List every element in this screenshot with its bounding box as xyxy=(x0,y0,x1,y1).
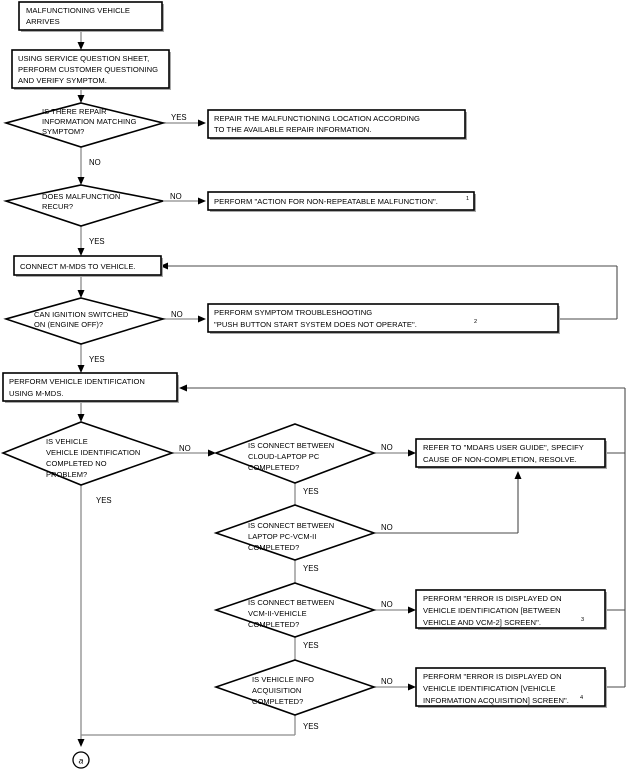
decision-text-line: COMPLETED? xyxy=(248,543,299,552)
decision-is-vehicle-info-acquisition-completed: IS VEHICLE INFO ACQUISITION COMPLETED? xyxy=(213,659,377,716)
edge-label-d4-no: NO xyxy=(179,444,191,453)
node-text-line: AND VERIFY SYMPTOM. xyxy=(18,76,107,85)
decision-text-line: IS CONNECT BETWEEN xyxy=(248,598,334,607)
edge-label-d6-yes: YES xyxy=(303,564,319,573)
edge-label-d6-no: NO xyxy=(381,523,393,532)
node-error-displayed-vehicle-info-acquisition: PERFORM "ERROR IS DISPLAYED ON VEHICLE I… xyxy=(415,667,607,708)
node-perform-vehicle-identification: PERFORM VEHICLE IDENTIFICATION USING M-M… xyxy=(2,372,179,403)
node-error-displayed-between-vehicle-vcm2: PERFORM "ERROR IS DISPLAYED ON VEHICLE I… xyxy=(415,589,607,630)
decision-text-line: ACQUISITION xyxy=(252,686,301,695)
decision-text-line: IS VEHICLE INFO xyxy=(252,675,314,684)
decision-text-line: COMPLETED? xyxy=(248,463,299,472)
node-malfunctioning-vehicle-arrives: MALFUNCTIONING VEHICLE ARRIVES xyxy=(18,1,164,32)
decision-text-line: RECUR? xyxy=(42,202,73,211)
node-text-line: PERFORM VEHICLE IDENTIFICATION xyxy=(9,377,145,386)
decision-text-line: INFORMATION MATCHING xyxy=(42,117,137,126)
edge-label-d1-no: NO xyxy=(89,158,101,167)
node-text-line: PERFORM SYMPTOM TROUBLESHOOTING xyxy=(214,308,372,317)
node-refer-mdars-user-guide: REFER TO "MDARS USER GUIDE", SPECIFY CAU… xyxy=(415,438,607,469)
edge-label-d7-yes: YES xyxy=(303,641,319,650)
node-text-line: VEHICLE AND VCM-2] SCREEN". xyxy=(423,618,541,627)
edge-label-d1-yes: YES xyxy=(171,113,187,122)
connector-circle-label: a xyxy=(79,756,84,766)
node-text-line: "PUSH BUTTON START SYSTEM DOES NOT OPERA… xyxy=(214,320,417,329)
node-text-line: USING SERVICE QUESTION SHEET, xyxy=(18,54,149,63)
node-text-line: REPAIR THE MALFUNCTIONING LOCATION ACCOR… xyxy=(214,114,420,123)
connector-lines xyxy=(77,30,626,747)
node-perform-symptom-troubleshooting: PERFORM SYMPTOM TROUBLESHOOTING "PUSH BU… xyxy=(207,303,560,334)
node-text-line: INFORMATION ACQUISITION] SCREEN". xyxy=(423,696,569,705)
decision-text-line: SYMPTOM? xyxy=(42,127,84,136)
decision-text-line: LAPTOP PC-VCM-II xyxy=(248,532,316,541)
edge-label-d2-no: NO xyxy=(170,192,182,201)
footnote-marker-2: 2 xyxy=(474,319,477,325)
footnote-marker-1: 1 xyxy=(466,196,469,202)
connector-circle-a: a xyxy=(72,751,90,769)
edge-label-d5-yes: YES xyxy=(303,487,319,496)
decision-text-line: VCM-II-VEHICLE xyxy=(248,609,307,618)
node-text-line: USING M-MDS. xyxy=(9,389,64,398)
edge-label-d7-no: NO xyxy=(381,600,393,609)
node-text-line: VEHICLE IDENTIFICATION [VEHICLE xyxy=(423,684,556,693)
decision-text-line: CAN IGNITION SWITCHED xyxy=(34,310,129,319)
node-text-line: ARRIVES xyxy=(26,17,60,26)
footnote-marker-3: 3 xyxy=(581,617,584,623)
footnote-marker-4: 4 xyxy=(580,695,583,701)
decision-text-line: IS CONNECT BETWEEN xyxy=(248,441,334,450)
node-text-line: VEHICLE IDENTIFICATION [BETWEEN xyxy=(423,606,561,615)
decision-is-connect-cloud-laptop: IS CONNECT BETWEEN CLOUD-LAPTOP PC COMPL… xyxy=(213,423,377,484)
decision-is-connect-laptop-vcm2: IS CONNECT BETWEEN LAPTOP PC-VCM-II COMP… xyxy=(213,504,377,561)
decision-text-line: DOES MALFUNCTION xyxy=(42,192,120,201)
node-text-line: TO THE AVAILABLE REPAIR INFORMATION. xyxy=(214,125,372,134)
node-connect-m-mds-to-vehicle: CONNECT M-MDS TO VEHICLE. xyxy=(13,255,163,277)
decision-does-malfunction-recur: DOES MALFUNCTION RECUR? xyxy=(2,184,164,227)
node-using-service-question-sheet: USING SERVICE QUESTION SHEET, PERFORM CU… xyxy=(11,49,171,90)
node-text-line: CONNECT M-MDS TO VEHICLE. xyxy=(20,262,136,271)
node-perform-action-non-repeatable: PERFORM "ACTION FOR NON-REPEATABLE MALFU… xyxy=(207,191,476,212)
edge-label-d2-yes: YES xyxy=(89,237,105,246)
decision-text-line: IS THERE REPAIR xyxy=(42,107,107,116)
node-text-line: PERFORM CUSTOMER QUESTIONING xyxy=(18,65,158,74)
decision-can-ignition-switched-on: CAN IGNITION SWITCHED ON (ENGINE OFF)? xyxy=(3,297,166,345)
decision-text-line: CLOUD-LAPTOP PC xyxy=(248,452,320,461)
edge-label-d3-no: NO xyxy=(171,310,183,319)
node-text-line: PERFORM "ERROR IS DISPLAYED ON xyxy=(423,594,562,603)
node-text-line: CAUSE OF NON-COMPLETION, RESOLVE. xyxy=(423,455,577,464)
decision-text-line: IS VEHICLE xyxy=(46,437,88,446)
edge-label-d4-yes: YES xyxy=(96,496,112,505)
decision-is-vehicle-identification-completed: IS VEHICLE VEHICLE IDENTIFICATION COMPLE… xyxy=(0,421,175,486)
node-repair-malfunctioning-location: REPAIR THE MALFUNCTIONING LOCATION ACCOR… xyxy=(207,109,467,140)
decision-text-line: COMPLETED? xyxy=(252,697,303,706)
node-text-line: PERFORM "ACTION FOR NON-REPEATABLE MALFU… xyxy=(214,197,438,206)
node-text-line: REFER TO "MDARS USER GUIDE", SPECIFY xyxy=(423,443,584,452)
decision-text-line: COMPLETED? xyxy=(248,620,299,629)
edge-label-d8-yes: YES xyxy=(303,722,319,731)
decision-text-line: PROBLEM? xyxy=(46,470,87,479)
edge-label-d8-no: NO xyxy=(381,677,393,686)
decision-is-connect-vcm2-vehicle: IS CONNECT BETWEEN VCM-II-VEHICLE COMPLE… xyxy=(213,582,377,638)
decision-text-line: IS CONNECT BETWEEN xyxy=(248,521,334,530)
edge-label-d3-yes: YES xyxy=(89,355,105,364)
node-text-line: MALFUNCTIONING VEHICLE xyxy=(26,6,130,15)
node-text-line: PERFORM "ERROR IS DISPLAYED ON xyxy=(423,672,562,681)
decision-text-line: VEHICLE IDENTIFICATION xyxy=(46,448,140,457)
decision-is-there-repair-information: IS THERE REPAIR INFORMATION MATCHING SYM… xyxy=(3,102,167,148)
decision-text-line: COMPLETED NO xyxy=(46,459,107,468)
decision-text-line: ON (ENGINE OFF)? xyxy=(34,320,103,329)
edge-label-d5-no: NO xyxy=(381,443,393,452)
